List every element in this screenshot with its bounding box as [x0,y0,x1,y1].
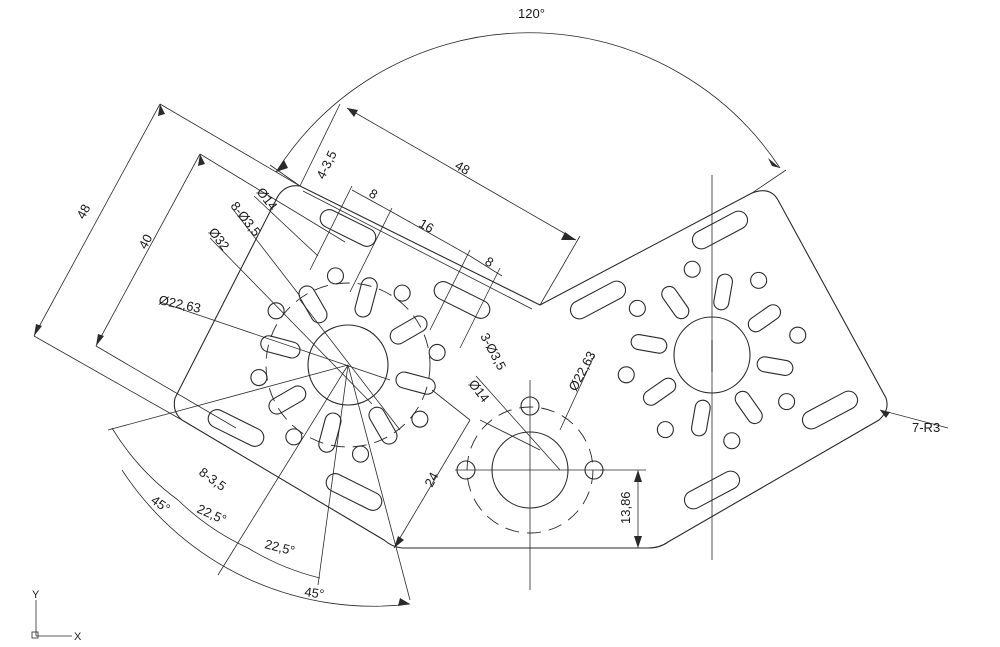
dimension-labels: 120° 48 4-3,5 8 16 8 Ø14 8-Ø3,5 Ø32 Ø22,… [73,6,940,602]
left-radial-hole [285,428,303,446]
angle-45-arc-b [121,469,411,607]
right-radial-slot [747,304,782,333]
angle-45-arc-a [111,427,179,501]
left-hub-slots [250,267,446,463]
left-radial-hole [351,445,370,463]
left-radial-hole [250,368,268,387]
label-24: 24 [421,470,441,490]
right-radial-slot [734,390,763,425]
label-120: 120° [518,6,545,21]
dim-48-left-line [33,103,161,337]
label-48-left: 48 [73,202,93,222]
label-dia14-mid: Ø14 [466,377,493,406]
label-22-5-a: 22,5° [195,501,229,527]
label-4-3-5: 4-3,5 [313,148,339,181]
label-45-a: 45° [148,492,173,516]
slot-bottom-left [207,409,265,447]
angle-120-arc [275,32,781,173]
left-radial-slot [354,277,378,318]
slot-right-top [691,210,749,250]
label-dia22-63-right: Ø22,63 [565,349,598,394]
right-radial-hole [789,326,807,344]
left-radial-hole [267,302,285,320]
right-hub [617,175,807,560]
dim-24-line [393,419,471,549]
left-radial-slot [368,406,398,445]
hub-bolt-circle [265,282,431,448]
ucs-y-label: Y [32,589,40,601]
left-radial-hole [411,410,429,428]
part-outline-inner [302,190,533,310]
label-22-5-b: 22,5° [263,536,296,558]
slot-top-left [319,209,377,247]
right-radial-hole [656,421,674,439]
slot-bottom-mid [325,473,383,511]
left-radial-slot [318,412,342,453]
label-8-b: 8 [483,254,497,271]
left-radial-hole [393,284,411,302]
right-radial-slot [691,399,711,437]
dim-40-left-line [95,153,201,347]
label-dia22-63-left: Ø22,63 [157,292,202,316]
right-radial-hole [750,271,768,289]
left-radial-slot [268,385,307,415]
slot-right-bottom2 [683,470,741,510]
left-radial-slot [395,371,436,395]
label-8-dia3-5: 8-Ø3,5 [228,199,264,240]
dimension-lines [33,32,949,607]
label-dia32: Ø32 [206,225,233,254]
angle-22-arc [177,499,249,549]
label-7-r3: 7-R3 [912,420,940,435]
label-8-a: 8 [367,186,381,203]
label-40-left: 40 [135,232,155,252]
right-radial-hole [683,260,701,278]
right-radial-hole [778,393,796,411]
label-45-b: 45° [304,584,326,602]
leader-7-r3 [879,409,949,429]
ucs-x-label: X [74,631,82,643]
dim-48-top-line [346,107,577,241]
right-radial-slot [756,356,794,376]
left-radial-slot [260,335,301,359]
left-radial-hole [428,343,446,362]
label-48-top: 48 [453,158,473,178]
part-outline [173,185,888,549]
slot-right-bottom [801,390,859,430]
right-radial-slot [630,334,668,354]
right-radial-hole [723,432,741,450]
label-13-86: 13,86 [618,491,633,524]
right-radial-slot [642,377,677,406]
slot-right-mid [569,280,627,320]
left-radial-slot [389,315,428,345]
left-radial-hole [326,267,345,285]
right-radial-slot [661,285,690,320]
hub-circle-large [307,324,389,406]
right-radial-hole [617,366,635,384]
slot-top-right [433,281,491,319]
left-hub [250,267,446,463]
right-radial-hole [628,299,646,317]
middle-hub [455,380,605,590]
left-radial-slot [298,285,328,324]
label-8-3-5-bottom: 8-3,5 [196,464,229,494]
right-hub-slots [617,260,807,450]
label-16: 16 [417,216,437,236]
arrowheads [34,104,890,606]
edge-slots [207,209,859,511]
label-3-dia3-5: 3-Ø3,5 [477,330,509,372]
ucs-icon: Y X [31,589,82,643]
right-radial-slot [713,273,733,311]
